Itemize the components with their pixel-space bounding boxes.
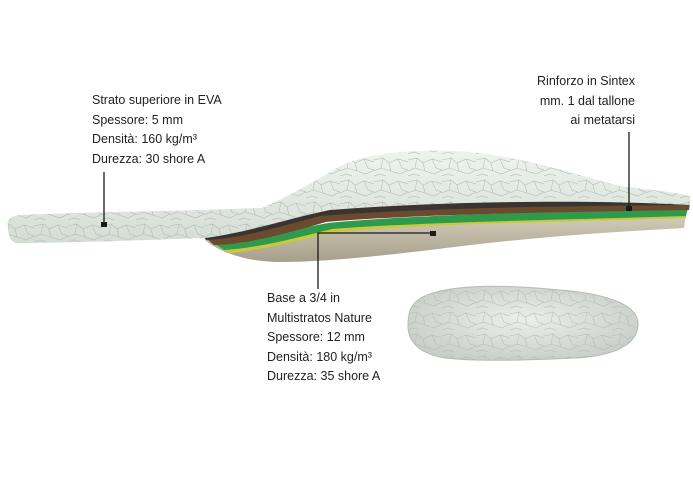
callout-reinforcement-line: Rinforzo in Sintex	[537, 74, 635, 88]
callout-reinforcement: Rinforzo in Sintex mm. 1 dal tallone ai …	[537, 72, 635, 131]
callout-base-line: Base a 3/4 in	[267, 291, 340, 305]
callout-reinforcement-line: ai metatarsi	[570, 113, 635, 127]
callout-base-line: Spessore: 12 mm	[267, 330, 365, 344]
callout-base-line: Densità: 180 kg/m³	[267, 349, 372, 364]
leader-markers	[101, 206, 632, 236]
callout-base: Base a 3/4 in Multistratos Nature Spesso…	[267, 289, 380, 387]
callout-reinforcement-line: mm. 1 dal tallone	[539, 93, 635, 108]
callout-base-line: Multistratos Nature	[267, 310, 372, 325]
callout-upper-layer-line: Densità: 160 kg/m³	[92, 132, 197, 146]
brown-layer	[206, 203, 690, 245]
leader-lines	[103, 132, 630, 289]
marker-base	[430, 231, 436, 236]
callout-upper-layer: Strato superiore in EVA Spessore: 5 mm D…	[92, 91, 222, 169]
base-layer	[205, 214, 686, 262]
marker-upper-layer	[101, 222, 107, 227]
eva-upper-layer	[7, 150, 690, 243]
callout-upper-layer-line: Strato superiore in EVA	[92, 93, 222, 107]
leader-base	[317, 232, 432, 289]
marker-reinforcement	[626, 206, 632, 211]
callout-upper-layer-line: Durezza: 30 shore A	[92, 151, 206, 166]
insole-top-view	[407, 285, 639, 361]
callout-upper-layer-line: Spessore: 5 mm	[92, 112, 184, 127]
callout-base-line: Durezza: 35 shore A	[267, 369, 381, 383]
green-layer	[212, 208, 688, 250]
